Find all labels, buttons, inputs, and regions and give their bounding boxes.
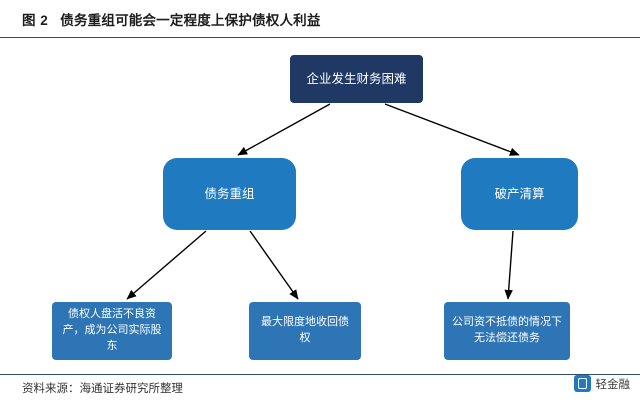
flowchart-canvas: 企业发生财务困难 债务重组 破产清算 债权人盘活不良资产，成为公司实际股东 最大… — [0, 38, 640, 374]
edge-mid2-to-leaf3 — [504, 230, 514, 300]
page-title: 债务重组可能会一定程度上保护债权人利益 — [60, 12, 321, 28]
figure-number: 图 2 — [22, 12, 49, 28]
source-note: 资料来源：海通证券研究所整理 — [22, 383, 183, 395]
node-creditor-becomes-shareholder[interactable]: 债权人盘活不良资产，成为公司实际股东 — [52, 302, 172, 360]
watermark: 轻金融 — [573, 375, 631, 392]
figure-header: 图 2 债务重组可能会一定程度上保护债权人利益 — [0, 0, 640, 38]
edge-mid1-to-leaf1 — [126, 230, 207, 300]
edge-mid1-to-leaf2 — [249, 230, 299, 300]
node-maximum-debt-recovery[interactable]: 最大限度地收回债权 — [249, 302, 361, 360]
node-insolvency-cannot-repay[interactable]: 公司资不抵债的情况下无法偿还债务 — [444, 302, 570, 360]
node-bankruptcy-liquidation[interactable]: 破产清算 — [461, 158, 578, 230]
node-root-financial-difficulty[interactable]: 企业发生财务困难 — [290, 55, 423, 103]
figure-footer — [0, 374, 640, 403]
connector-layer — [126, 103, 520, 300]
shield-logo-icon — [573, 375, 591, 392]
node-debt-restructuring[interactable]: 债务重组 — [163, 158, 296, 230]
watermark-label: 轻金融 — [595, 378, 631, 391]
edge-root-to-mid2 — [384, 103, 520, 156]
edge-root-to-mid1 — [237, 103, 331, 156]
